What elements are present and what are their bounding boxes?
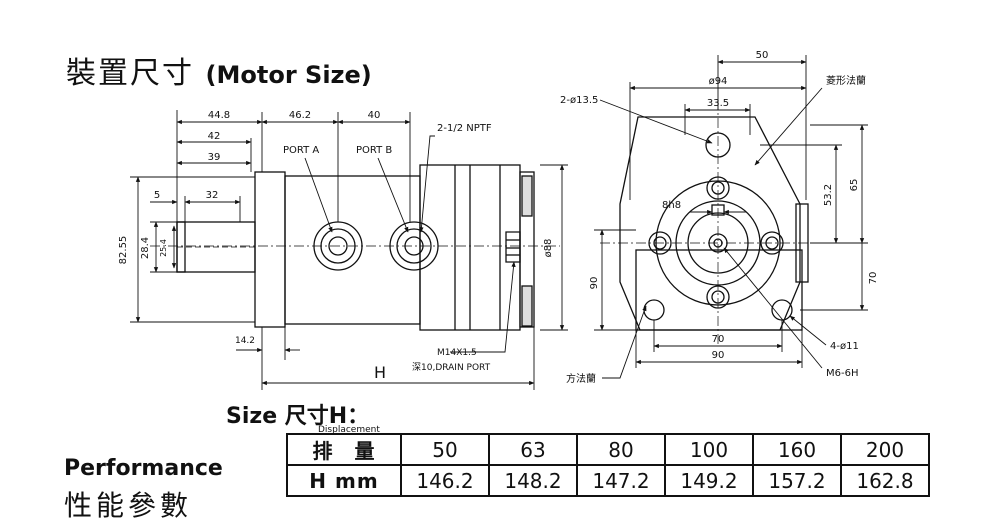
table-cell: 160 <box>752 433 842 466</box>
dim-42: 42 <box>208 131 221 142</box>
table-cell: 146.2 <box>400 464 490 497</box>
mounting-flange <box>254 171 286 328</box>
dim-32: 32 <box>206 190 219 201</box>
table-cell: 50 <box>400 433 490 466</box>
motor-body <box>284 175 421 325</box>
square-flange <box>635 249 803 331</box>
size-table-title: Size 尺寸H： <box>226 404 370 429</box>
dim-90-horizontal: 90 <box>712 350 725 361</box>
table-cell: 63 <box>488 433 578 466</box>
title-zh: 裝置尺寸 <box>66 56 194 91</box>
label-square-flange: 方法蘭 <box>566 372 596 385</box>
dim-5: 5 <box>154 190 160 201</box>
dim-88: ø88 <box>543 239 554 258</box>
side-view <box>150 164 560 331</box>
label-port-b: PORT B <box>356 145 392 156</box>
title-en: (Motor Size) <box>205 61 372 89</box>
bolt-holes <box>648 176 784 309</box>
table-cell: 147.2 <box>576 464 666 497</box>
dim-94: ø94 <box>709 76 728 87</box>
size-table: 排 量 50 63 80 100 160 200 H mm 146.2 148.… <box>286 433 930 497</box>
label-drain-thread: M14X1.5 <box>437 348 477 358</box>
label-m6: M6-6H <box>826 368 858 379</box>
dim-28-4: 28.4 <box>140 237 151 259</box>
page-title: 裝置尺寸 (Motor Size) <box>66 48 372 92</box>
dim-50: 50 <box>756 50 769 61</box>
table-row-displacement: 排 量 50 63 80 100 160 200 <box>286 433 930 466</box>
label-drain-port: 深10,DRAIN PORT <box>412 362 491 373</box>
table-cell: 148.2 <box>488 464 578 497</box>
dim-8h8: 8h8 <box>662 200 681 211</box>
table-cell: 149.2 <box>664 464 754 497</box>
dim-82-55: 82.55 <box>118 236 129 265</box>
dim-65: 65 <box>849 179 860 192</box>
dim-90-vertical: 90 <box>589 277 600 290</box>
table-cell: 100 <box>664 433 754 466</box>
dim-h: H <box>374 363 386 382</box>
drain-port <box>505 231 521 263</box>
table-cell: 200 <box>840 433 930 466</box>
shaft-key <box>176 221 186 273</box>
table-cell: 162.8 <box>840 464 930 497</box>
label-port-a: PORT A <box>283 145 319 156</box>
dim-53-2: 53.2 <box>823 184 834 206</box>
row-label-displacement: 排 量 <box>286 433 402 466</box>
dim-44-8: 44.8 <box>208 110 230 121</box>
table-row-h: H mm 146.2 148.2 147.2 149.2 157.2 162.8 <box>286 464 930 497</box>
table-cell: 157.2 <box>752 464 842 497</box>
motor-drawing: 44.8 42 39 46.2 40 5 32 82.55 28.4 25.4 … <box>118 50 879 390</box>
label-nptf: 2-1/2 NPTF <box>437 123 492 134</box>
mount-hole-left <box>643 299 665 321</box>
dim-40: 40 <box>368 110 381 121</box>
label-4-holes: 4-ø11 <box>830 341 859 352</box>
displacement-note: Displacement <box>318 425 380 435</box>
label-diamond-flange: 菱形法蘭 <box>826 74 866 87</box>
table-cell: 80 <box>576 433 666 466</box>
dim-14-2: 14.2 <box>235 336 255 346</box>
dim-46-2: 46.2 <box>289 110 311 121</box>
dim-39: 39 <box>208 152 221 163</box>
dim-25-4: 25.4 <box>159 239 168 257</box>
performance-title: Performance <box>64 456 223 481</box>
dim-70-vertical: 70 <box>868 272 879 285</box>
front-view <box>600 100 840 345</box>
diamond-flange <box>619 116 801 331</box>
label-2-holes: 2-ø13.5 <box>560 95 598 106</box>
dim-33-5: 33.5 <box>707 98 729 109</box>
performance-title-zh: 性能參數 <box>64 489 193 522</box>
row-label-h: H mm <box>286 464 402 497</box>
dim-70-horizontal: 70 <box>712 334 725 345</box>
